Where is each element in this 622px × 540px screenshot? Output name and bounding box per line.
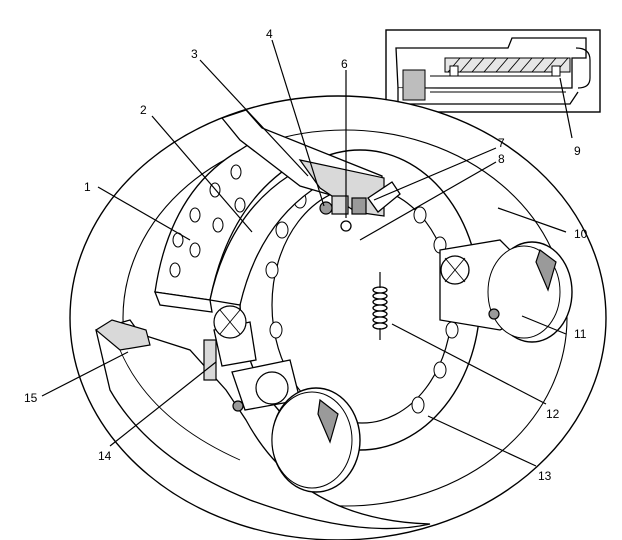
brake-chamber-right bbox=[439, 239, 573, 343]
callout-4: 4 bbox=[266, 27, 273, 41]
inset-detail-box bbox=[385, 29, 601, 113]
callout-labels: 1 2 3 4 6 7 8 9 10 11 12 13 14 15 bbox=[24, 27, 588, 483]
callout-14: 14 bbox=[98, 449, 112, 463]
return-spring bbox=[372, 272, 388, 340]
callout-11: 11 bbox=[574, 327, 587, 341]
brake-chamber-lower bbox=[203, 305, 361, 493]
callout-leaders bbox=[41, 39, 573, 467]
callout-13: 13 bbox=[538, 469, 552, 483]
callout-1: 1 bbox=[84, 180, 91, 194]
callout-9: 9 bbox=[574, 144, 581, 158]
callout-2: 2 bbox=[140, 103, 147, 117]
callout-15: 15 bbox=[24, 391, 38, 405]
backing-plate bbox=[239, 149, 481, 451]
anchor-pin-assembly bbox=[319, 181, 401, 232]
callout-7: 7 bbox=[498, 136, 505, 150]
callout-12: 12 bbox=[546, 407, 560, 421]
callout-8: 8 bbox=[498, 152, 505, 166]
callout-3: 3 bbox=[191, 47, 198, 61]
callout-6: 6 bbox=[341, 57, 348, 71]
callout-10: 10 bbox=[574, 227, 588, 241]
